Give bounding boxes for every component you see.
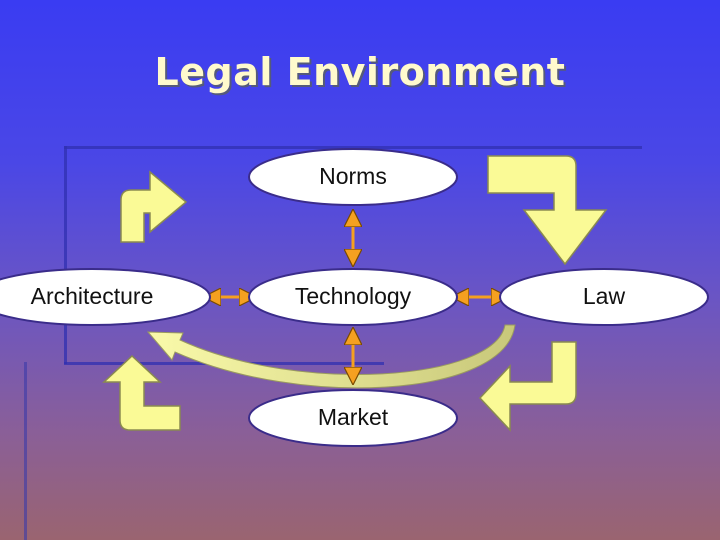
architecture-node xyxy=(0,268,211,326)
bent-arrow-down-left xyxy=(478,341,577,432)
technology-label: Technology xyxy=(294,283,412,309)
technology-node xyxy=(248,268,458,326)
law-label: Law xyxy=(582,283,626,309)
slide-title: Legal Environment xyxy=(154,50,566,94)
bent-arrow-up-bent xyxy=(102,354,181,431)
market-node xyxy=(248,389,458,447)
bent-arrow-right-down xyxy=(487,155,608,266)
architecture-label: Architecture xyxy=(30,283,154,309)
norms-node xyxy=(248,148,458,206)
curved-arrow xyxy=(146,324,516,389)
market-label: Market xyxy=(317,404,389,430)
law-node xyxy=(499,268,709,326)
norms-label: Norms xyxy=(319,163,387,189)
bent-arrow-up-right xyxy=(120,170,188,243)
